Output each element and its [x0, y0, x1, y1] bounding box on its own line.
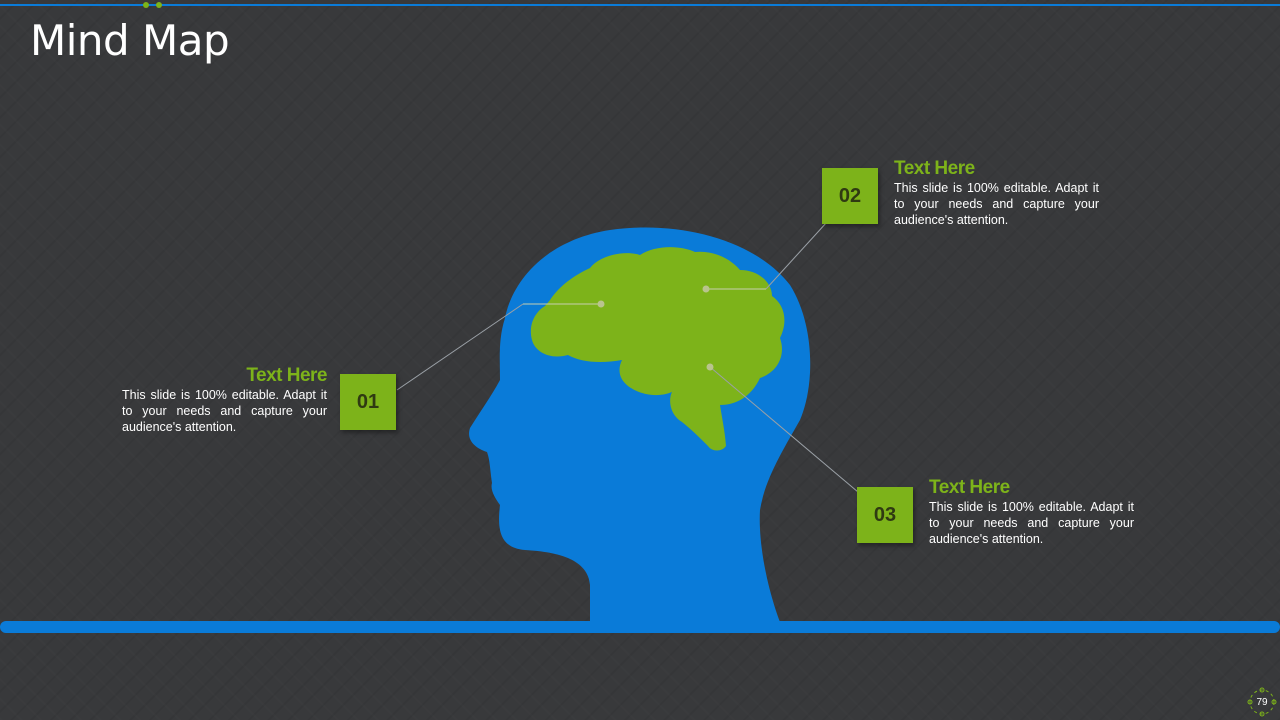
- page-number: 79: [1256, 696, 1268, 708]
- item-01-body: This slide is 100% editable. Adapt it to…: [122, 388, 327, 434]
- connector-dot-03: [706, 363, 714, 371]
- item-02-body: This slide is 100% editable. Adapt it to…: [894, 181, 1099, 227]
- top-accent-line: [0, 4, 1280, 6]
- top-accent-dot: [156, 2, 162, 8]
- item-02-heading: Text Here: [894, 158, 975, 179]
- slide-title: Mind Map: [30, 16, 230, 65]
- brain-shape: [530, 247, 785, 451]
- item-03-text-block: Text Here This slide is 100% editable. A…: [929, 477, 1134, 547]
- top-accent-dot: [143, 2, 149, 8]
- item-03-body: This slide is 100% editable. Adapt it to…: [929, 500, 1134, 546]
- item-02-text-block: Text Here This slide is 100% editable. A…: [894, 158, 1099, 228]
- item-01-text-block: Text Here This slide is 100% editable. A…: [122, 365, 328, 435]
- bottom-accent-bar: [0, 621, 1280, 633]
- item-01-number-box: 01: [340, 374, 396, 430]
- connector-line-03: [709, 366, 859, 493]
- connector-dot-02: [702, 285, 710, 293]
- item-01-heading: Text Here: [246, 365, 327, 386]
- page-badge-ring-icon: [1247, 687, 1277, 717]
- page-number-badge: 79: [1247, 687, 1277, 717]
- item-03-number-box: 03: [857, 487, 913, 543]
- item-02-number-box: 02: [822, 168, 878, 224]
- connector-line-01: [396, 303, 524, 391]
- connector-line-02: [765, 221, 828, 290]
- item-03-heading: Text Here: [929, 477, 1010, 498]
- connector-dot-01: [597, 300, 605, 308]
